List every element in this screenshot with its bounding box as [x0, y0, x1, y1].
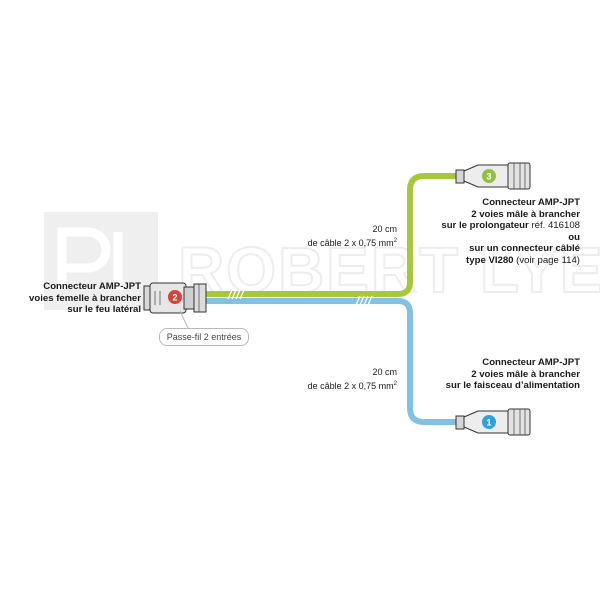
c3-line-5: sur un connecteur câblé [469, 243, 580, 254]
watermark-logo-box [44, 212, 158, 310]
green-cable [202, 173, 461, 297]
badge-3-number: 3 [486, 172, 491, 182]
lower-cable-spec-line: de câble 2 x 0,75 mm2 [250, 379, 397, 393]
c3-line-6: type VI280 (voir page 114) [380, 255, 580, 267]
upper-cable-spec: 20 cm de câble 2 x 0,75 mm2 [250, 224, 397, 249]
c3-line-3-bold: sur le prolongateur [441, 220, 529, 231]
upper-cable-spec-line: de câble 2 x 0,75 mm2 [250, 236, 397, 250]
callout-leader [179, 310, 189, 329]
c3-line-4: ou [568, 231, 580, 243]
upper-cable-spec-text: de câble 2 x 0,75 mm [307, 237, 394, 248]
c1-line-2: 2 voies mâle à brancher [471, 368, 580, 380]
grommet-callout: Passe-fil 2 entrées [159, 328, 249, 346]
c1-line-3: sur le faisceau d’alimentation [445, 380, 580, 391]
c3-line-3: sur le prolongateur réf. 416108 [380, 220, 580, 232]
c3-line-6-bold: type VI280 [466, 254, 514, 266]
badge-1-number: 1 [486, 418, 491, 428]
blue-cable [202, 298, 461, 425]
c3-line-1: Connecteur AMP-JPT [482, 197, 580, 208]
lower-cable-sup: 2 [393, 380, 397, 387]
upper-cable-sup: 2 [393, 237, 397, 244]
badge-1 [482, 415, 496, 429]
lower-cable-length: 20 cm [372, 367, 397, 377]
badge-2-number: 2 [172, 293, 177, 303]
connector-3-label: Connecteur AMP-JPT 2 voies mâle à branch… [380, 197, 580, 266]
c3-line-3-rest: réf. 416108 [528, 220, 580, 231]
c3-line-6-rest: (voir page 114) [513, 254, 580, 266]
connector-1-label: Connecteur AMP-JPT 2 voies mâle à branch… [380, 357, 580, 392]
left-connector-label: Connecteur AMP-JPT voies femelle à branc… [0, 281, 141, 316]
badge-2 [168, 290, 182, 304]
badge-3 [482, 169, 496, 183]
c1-line-1: Connecteur AMP-JPT [482, 357, 580, 368]
upper-cable-length: 20 cm [372, 224, 397, 234]
left-label-line-2: voies femelle à brancher [29, 292, 141, 304]
lower-cable-spec-text: de câble 2 x 0,75 mm [307, 380, 394, 391]
left-label-line-3: sur le feu latéral [67, 304, 141, 315]
lower-cable-spec: 20 cm de câble 2 x 0,75 mm2 [250, 367, 397, 392]
watermark-logo-mark [57, 227, 123, 290]
sheath-ticks [227, 289, 373, 306]
c3-line-2: 2 voies mâle à brancher [471, 208, 580, 220]
left-label-line-1: Connecteur AMP-JPT [43, 281, 141, 292]
connector-3 [455, 162, 531, 190]
